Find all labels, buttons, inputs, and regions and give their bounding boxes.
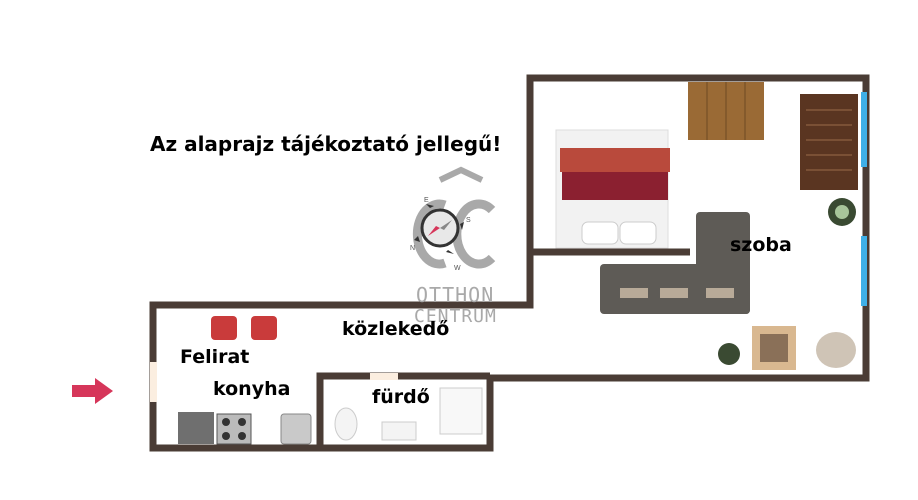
window (861, 92, 867, 167)
logo-otthon: OTTHON (416, 283, 495, 307)
toilet-icon (334, 407, 358, 441)
room-label-felirat: Felirat (180, 346, 250, 368)
wardrobe-icon (800, 94, 858, 190)
stairs-icon (688, 82, 764, 140)
compass-s: S (466, 217, 471, 224)
room-label-kozlekedo: közlekedő (342, 318, 450, 340)
room-label-konyha: konyha (213, 378, 291, 400)
logo-centrum: CENTRUM (414, 306, 497, 327)
sink-icon (280, 413, 312, 445)
plant-icon (718, 343, 740, 365)
washbasin-icon (381, 421, 417, 441)
compass-icon (414, 204, 464, 254)
disclaimer-notice: Az alaprajz tájékoztató jellegű! (150, 132, 502, 156)
shower-icon (439, 387, 483, 435)
sofa-icon (600, 212, 750, 314)
bathroom-door (370, 373, 398, 380)
entrance-arrow-icon (72, 378, 113, 404)
entrance-door (150, 362, 157, 402)
bed-icon (555, 129, 670, 249)
stove-icon (216, 413, 252, 445)
fridge-icon (178, 412, 214, 444)
room-label-furdo: fürdő (372, 386, 430, 408)
chair-icon (211, 316, 277, 340)
compass-w: W (454, 265, 461, 272)
armchair-icon (816, 332, 856, 368)
room-label-szoba: szoba (730, 234, 792, 256)
compass-n: N (410, 245, 415, 252)
walls (149, 74, 870, 452)
compass-e: E (424, 197, 429, 204)
window (861, 236, 867, 306)
